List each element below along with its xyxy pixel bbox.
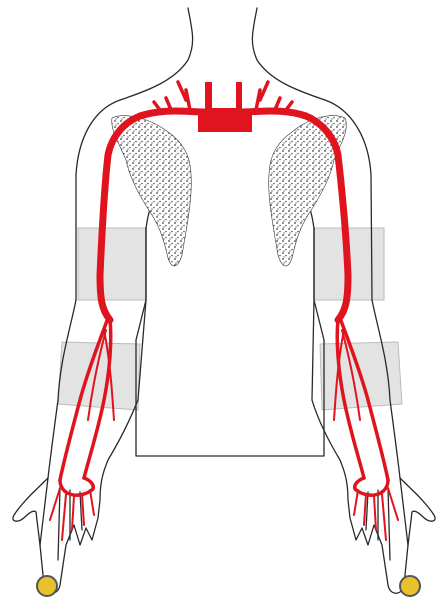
forearm-band-left bbox=[58, 342, 140, 410]
body-outline bbox=[13, 8, 435, 593]
right-finger-ring bbox=[400, 576, 420, 596]
nerve-plexus bbox=[112, 116, 347, 266]
neck-outline-right bbox=[252, 8, 325, 100]
left-fingers-outline bbox=[40, 478, 82, 560]
left-palmar-arch bbox=[60, 478, 93, 495]
trunk-outline bbox=[136, 228, 324, 456]
aortic-arch bbox=[198, 82, 252, 132]
arterial-tree bbox=[50, 82, 398, 540]
finger-rings bbox=[37, 576, 420, 596]
right-palmar-arch bbox=[355, 478, 388, 495]
left-finger-ring bbox=[37, 576, 57, 596]
right-carotid-branches bbox=[256, 82, 292, 112]
right-fingers-outline bbox=[366, 478, 408, 560]
left-carotid-branches bbox=[154, 82, 190, 112]
upper-arm-band-left bbox=[78, 228, 146, 300]
